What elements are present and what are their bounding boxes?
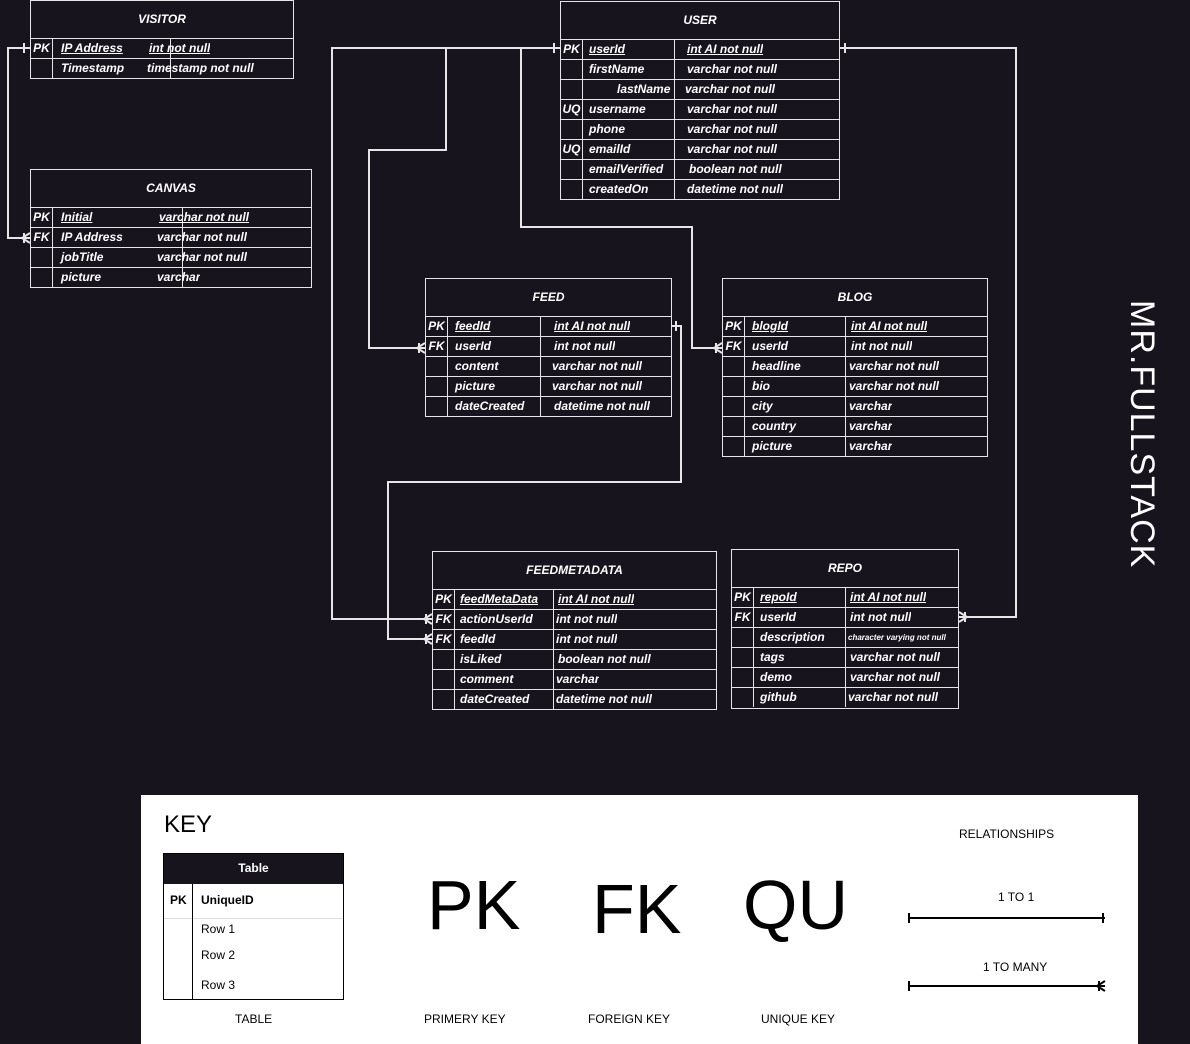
feedmetadata-title: FEEDMETADATA	[433, 552, 716, 590]
watermark-text: MR.FULLSTACK	[1123, 300, 1161, 569]
legend-row-2: Row 2	[201, 948, 236, 962]
legend-uq-label: UNIQUE KEY	[761, 1012, 836, 1026]
legend-uq-symbol: QU	[743, 866, 848, 944]
legend-pk-row: PK UniqueID	[164, 884, 343, 919]
legend-relationships-title: RELATIONSHIPS	[959, 827, 1055, 841]
legend-row-3: Row 3	[201, 978, 236, 992]
repo-title: REPO	[732, 550, 958, 588]
legend-row-1: Row 1	[201, 922, 236, 936]
rel-feed-feedmetadata	[387, 325, 682, 640]
table-row: PK Initial varchar not null	[31, 208, 311, 228]
legend-pk-label: PRIMERY KEY	[424, 1012, 506, 1026]
table-row: FK IP Address varchar not null	[31, 228, 311, 248]
legend-one-to-one-label: 1 TO 1	[998, 890, 1035, 904]
rel-visitor-canvas	[7, 47, 30, 239]
table-row: PK IP Address int not null	[31, 39, 293, 59]
legend-table-header: Table	[164, 854, 343, 884]
rel-user-blog	[520, 48, 722, 349]
canvas-table[interactable]: CANVAS PK Initial varchar not null FK IP…	[30, 169, 312, 288]
feed-title: FEED	[426, 279, 671, 317]
legend-panel: KEY Table PK UniqueID Row 1 Row 2 Row 3 …	[141, 795, 1138, 1044]
legend-one-to-many-label: 1 TO MANY	[983, 960, 1048, 974]
rel-user-feed	[368, 48, 447, 349]
legend-title: KEY	[164, 811, 213, 838]
legend-table-label: TABLE	[235, 1012, 273, 1026]
legend-fk-label: FOREIGN KEY	[588, 1012, 671, 1026]
blog-title: BLOG	[723, 279, 987, 317]
legend-relationship-lines	[908, 913, 1106, 992]
visitor-title: VISITOR	[31, 1, 293, 39]
table-row: picture varchar	[31, 268, 311, 288]
legend-pk-symbol: PK	[427, 866, 521, 944]
visitor-table[interactable]: VISITOR PK IP Address int not null Times…	[30, 0, 294, 79]
table-row: jobTitle varchar not null	[31, 248, 311, 268]
legend-sample-table: Table PK UniqueID Row 1 Row 2 Row 3	[163, 853, 344, 1000]
user-title: USER	[561, 2, 839, 40]
table-row: Timestamp timestamp not null	[31, 59, 293, 79]
rel-user-repo	[840, 47, 1017, 618]
legend-fk-symbol: FK	[592, 870, 682, 948]
canvas-title: CANVAS	[31, 170, 311, 208]
